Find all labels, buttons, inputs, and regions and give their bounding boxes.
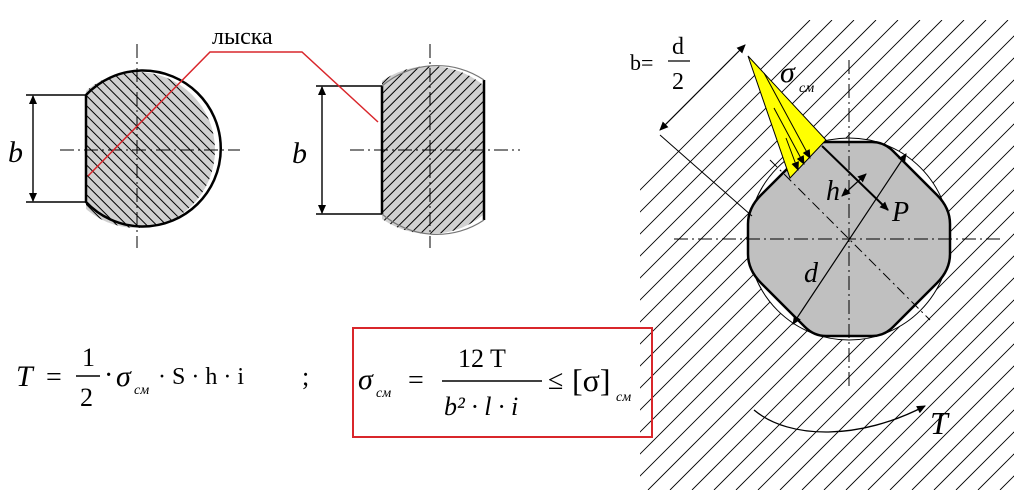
dimension-b-extension <box>659 134 753 217</box>
left-b-label: b <box>8 136 23 169</box>
flat-leader-line <box>87 51 379 177</box>
b-eq-label: b= <box>630 50 653 75</box>
flat-leader: лыска <box>87 24 379 177</box>
f2-numerator: 12 T <box>458 344 506 373</box>
hub-hatch-line <box>889 365 1014 490</box>
stress-formula-box: σ см = 12 T b² · l · i ≤ [σ] см <box>352 327 653 438</box>
hub-hatch-line <box>823 299 1014 490</box>
hub-hatch-line <box>640 20 965 345</box>
f1-eq: = <box>46 362 62 393</box>
left-section-outline <box>84 69 222 228</box>
f1-denominator: 2 <box>80 383 93 412</box>
middle-b-label: b <box>292 137 307 170</box>
stress-arrow-1 <box>763 72 811 159</box>
hub-hatch-line <box>911 387 1014 490</box>
hub-section: b= d 2 σ см h P d T <box>630 20 1014 490</box>
hub-hatch-line <box>735 211 1014 490</box>
middle-section: b <box>292 44 520 248</box>
P-label: P <box>891 197 909 228</box>
d-label: d <box>804 258 819 289</box>
f2-denominator: b² · l · i <box>444 392 518 421</box>
f1-rest: · S · h · i <box>158 364 244 390</box>
f2-bracket-sub: см <box>616 390 631 405</box>
sigma-top-label: σ <box>780 56 796 89</box>
f2-bracket: [σ] <box>572 362 611 398</box>
hub-hatch-line <box>779 255 1014 490</box>
dimension-b-half-d <box>659 44 746 131</box>
hub-hatch-line <box>933 409 1014 490</box>
hub-hatch-line <box>977 453 1014 490</box>
middle-arc-top <box>381 64 485 87</box>
f1-T: T <box>16 360 35 393</box>
formula-separator: ; <box>302 362 310 391</box>
hub-hatch-line <box>867 343 1014 490</box>
b-eq-numerator: d <box>672 34 684 60</box>
f2-le: ≤ <box>548 365 563 396</box>
f2-sigma: σ <box>358 363 374 396</box>
flat-label: лыска <box>212 24 273 50</box>
f1-dot: · <box>104 360 113 391</box>
hub-hatch-line <box>640 20 899 279</box>
T-torque-label: T <box>930 405 950 441</box>
hub-hatch-line <box>801 277 1014 490</box>
hub-hatch-line <box>757 233 1014 490</box>
stress-formula: σ см = 12 T b² · l · i ≤ [σ] см <box>358 344 631 421</box>
hub-hatch-line <box>640 20 833 213</box>
f1-sigma: σ <box>116 360 132 393</box>
torque-arrow <box>753 405 926 433</box>
hub-hatch-line <box>640 20 921 301</box>
f2-sigma-sub: см <box>376 386 391 401</box>
h-label: h <box>826 176 840 207</box>
hub-hatch-line <box>999 475 1014 490</box>
f1-sigma-sub: см <box>134 383 149 398</box>
torque-formula: T = 1 2 · σ см · S · h · i <box>16 343 244 412</box>
dimension-d <box>792 153 907 325</box>
hub-hatch-line <box>640 20 877 257</box>
sigma-top-subscript: см <box>799 81 814 96</box>
left-section: b <box>8 44 240 248</box>
f2-eq: = <box>408 365 424 396</box>
middle-arc-bottom <box>381 213 485 236</box>
f1-numerator: 1 <box>82 343 95 372</box>
hub-hatch-line <box>955 431 1014 490</box>
hub-hatch-line <box>640 20 943 323</box>
b-eq-denominator: 2 <box>672 69 684 95</box>
